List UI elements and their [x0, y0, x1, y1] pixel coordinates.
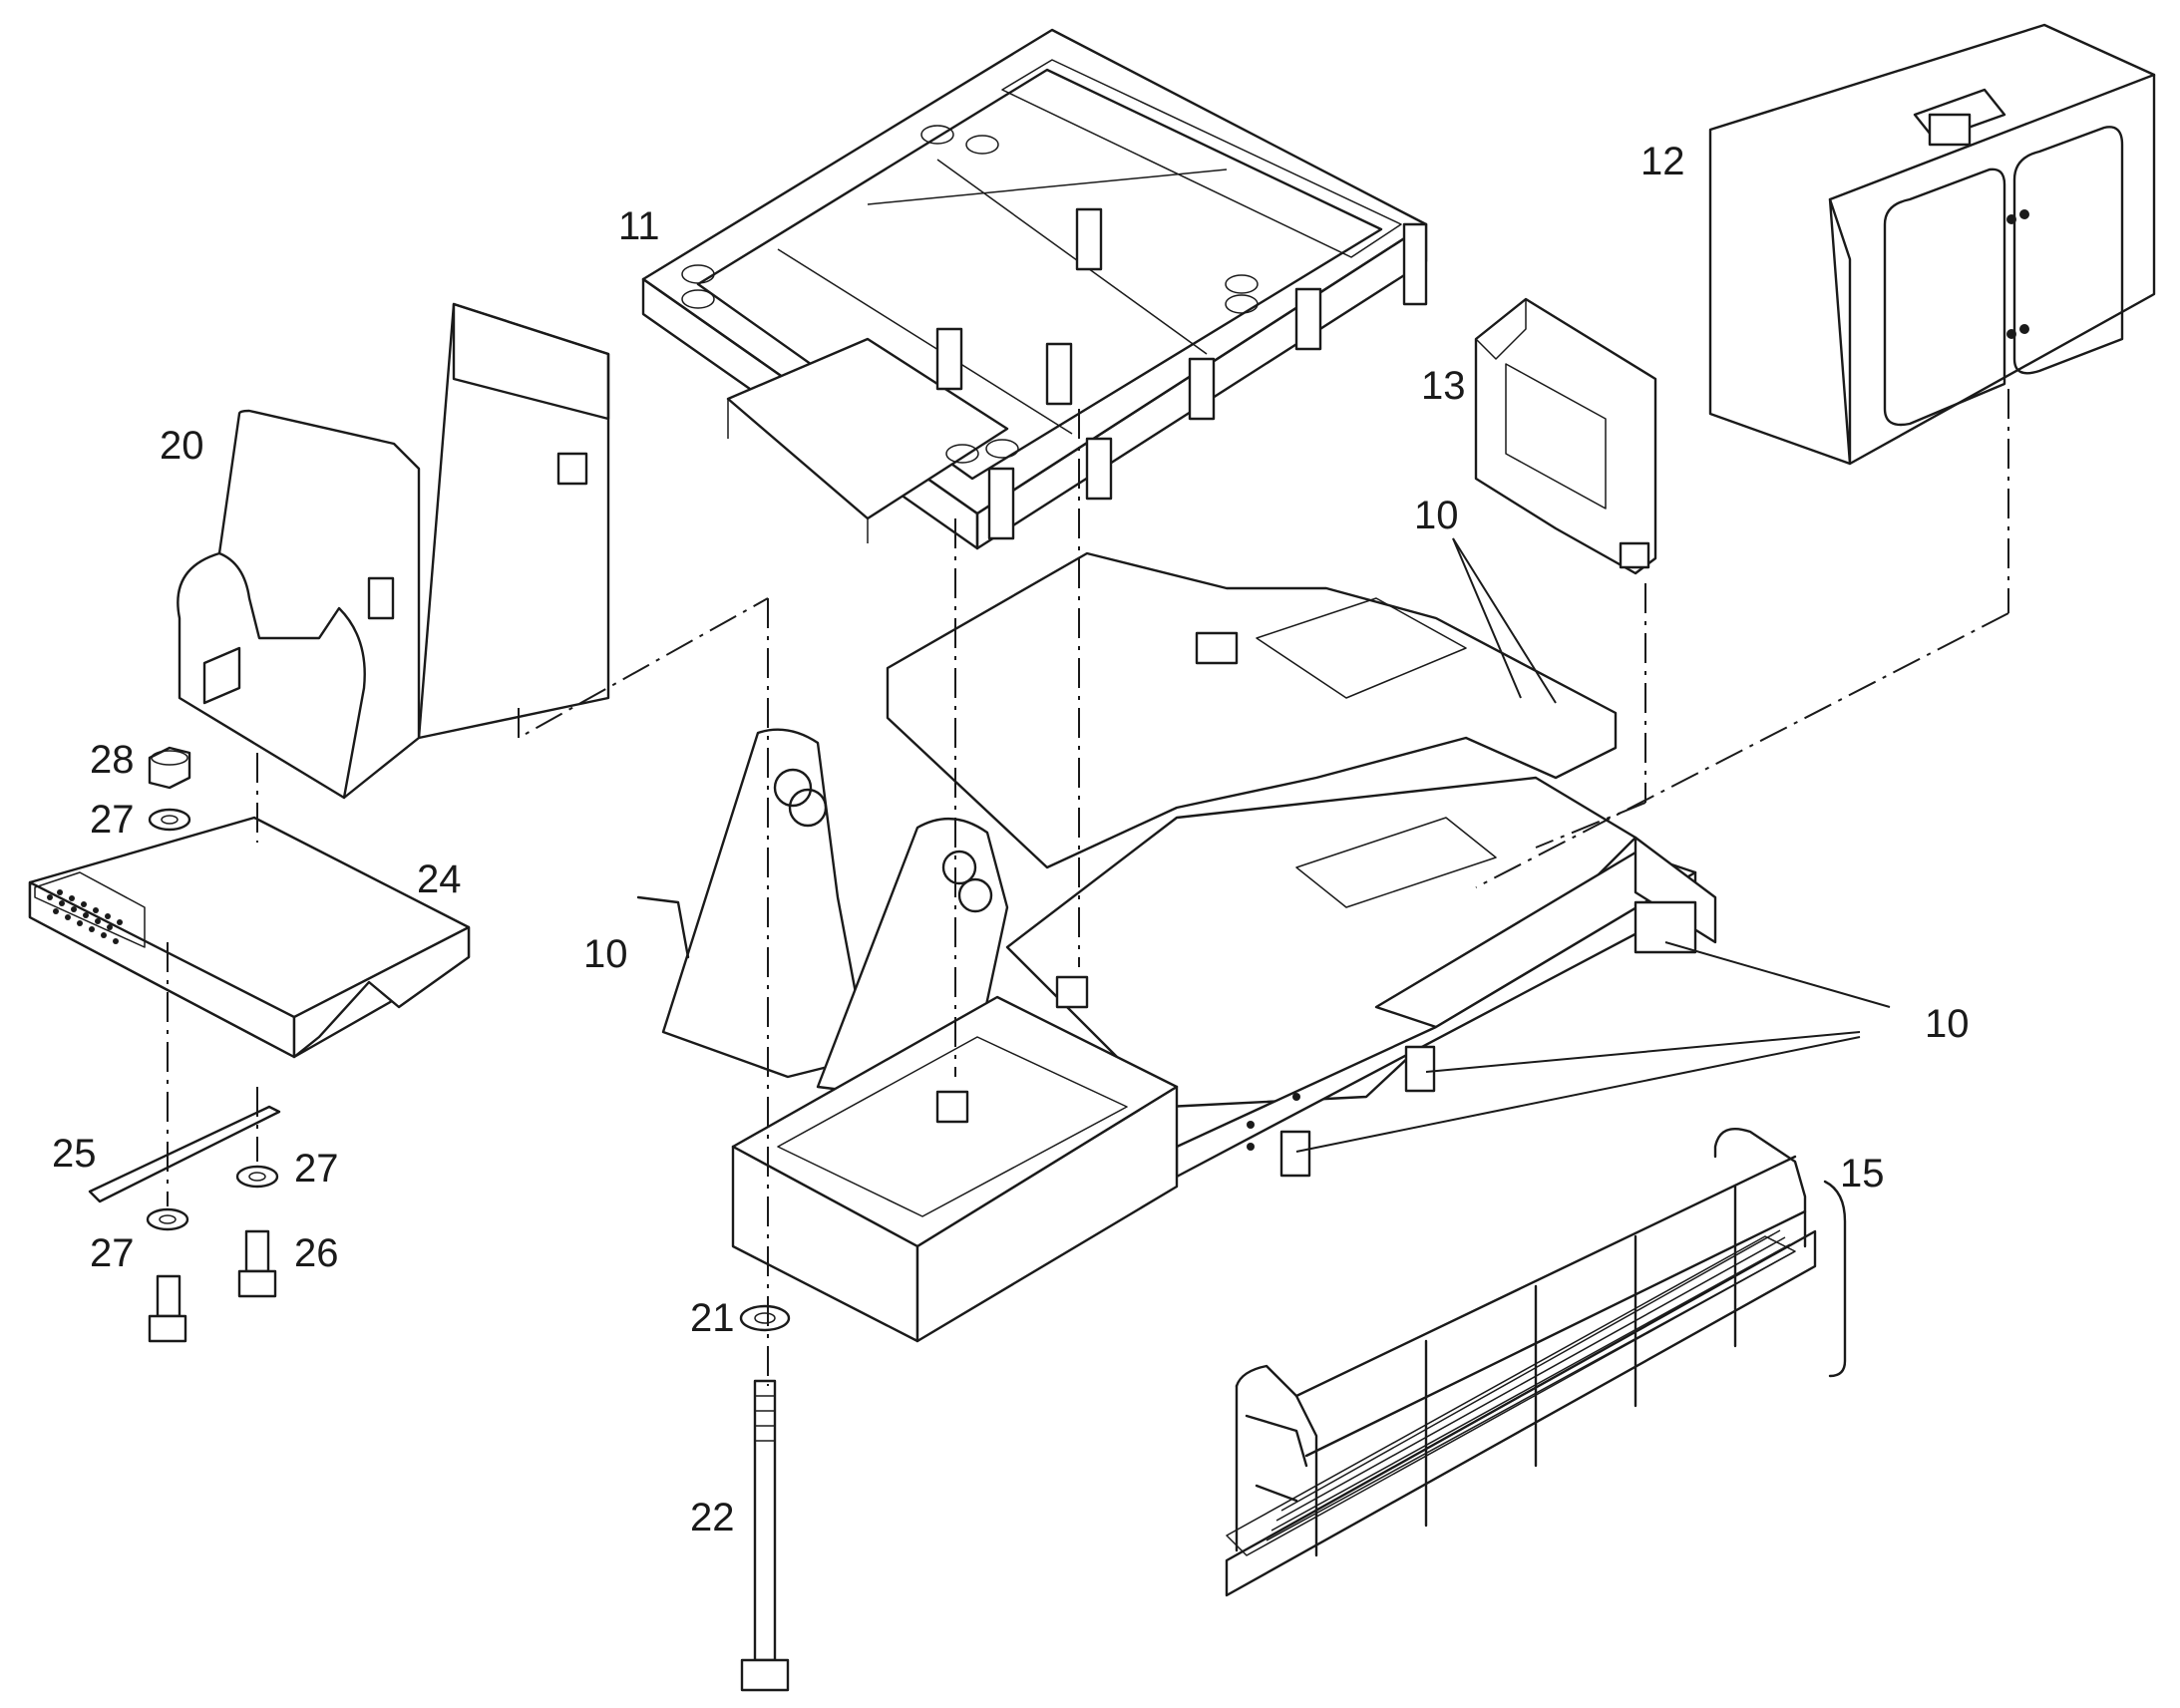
label-part-25: 25	[52, 1132, 97, 1176]
walkway-grating	[1266, 1229, 1796, 1541]
walkway-cage-part-15	[1225, 1127, 1847, 1597]
bolt-part-26	[237, 1229, 277, 1298]
strip-part-25	[88, 1105, 281, 1203]
mounting-panel-part-13	[1474, 297, 1657, 575]
tool-box-part-12	[1708, 23, 2156, 466]
label-part-27-left: 27	[90, 1231, 135, 1275]
label-part-10-right: 10	[1925, 1002, 1970, 1046]
washer-part-27-right	[235, 1165, 279, 1189]
long-bolt-part-22	[740, 1379, 790, 1692]
callout-leaders	[1295, 537, 1891, 1153]
label-part-21: 21	[690, 1296, 735, 1340]
platform-frame-part-11	[641, 28, 1428, 550]
label-part-20: 20	[160, 424, 204, 468]
label-part-22: 22	[690, 1496, 735, 1539]
seat-stand-part-20	[177, 302, 610, 800]
tray-part-24	[28, 816, 471, 1059]
vent-perforation-pattern	[47, 889, 123, 944]
label-part-27-right: 27	[294, 1147, 339, 1191]
washer-part-27-left	[146, 1207, 189, 1231]
nut-part-28	[148, 746, 191, 790]
label-part-10-left: 10	[583, 932, 628, 976]
label-part-10-upper: 10	[1414, 494, 1459, 537]
label-part-12: 12	[1640, 140, 1685, 183]
washer-part-21	[739, 1304, 791, 1332]
label-part-26: 26	[294, 1231, 339, 1275]
label-part-27-top: 27	[90, 798, 135, 842]
label-part-24: 24	[417, 857, 462, 901]
label-part-15: 15	[1840, 1152, 1885, 1196]
label-part-28: 28	[90, 738, 135, 782]
label-part-13: 13	[1421, 364, 1466, 408]
assembly-center-lines	[167, 389, 2009, 1386]
main-frame-part-10	[636, 551, 1717, 1343]
label-part-11: 11	[618, 204, 660, 248]
bolt-part-27-lower	[148, 1274, 187, 1343]
washer-part-27-top	[148, 808, 191, 832]
